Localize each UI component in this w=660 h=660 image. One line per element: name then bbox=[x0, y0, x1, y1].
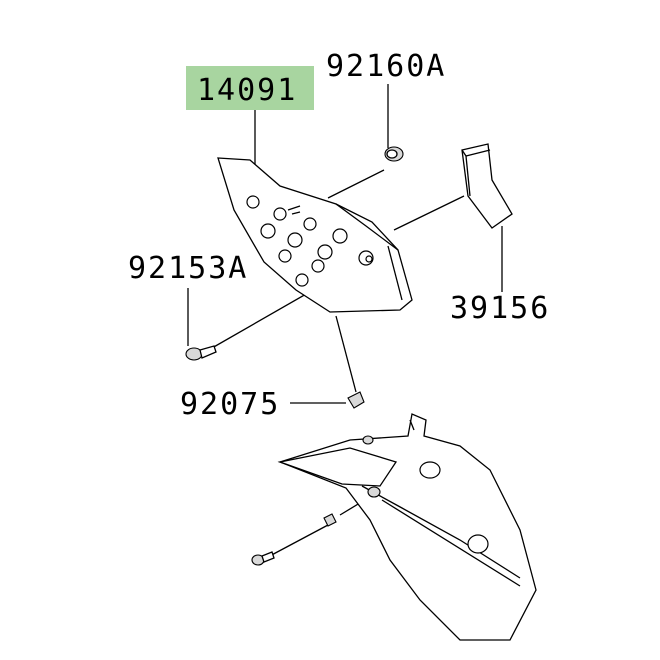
cover-holes bbox=[246, 195, 374, 287]
clip-part[interactable] bbox=[347, 391, 365, 409]
side-cover-part[interactable] bbox=[217, 157, 413, 313]
lower-fairing bbox=[277, 413, 537, 641]
grommet-part[interactable] bbox=[384, 146, 404, 162]
part-14091-highlight bbox=[186, 66, 314, 110]
part-92075-label[interactable]: 92075 bbox=[180, 387, 280, 422]
part-92160A-label[interactable]: 92160A bbox=[326, 49, 446, 84]
lower-screw-part bbox=[251, 513, 337, 566]
bracket-part[interactable] bbox=[461, 143, 513, 229]
part-92153A-label[interactable]: 92153A bbox=[128, 251, 248, 286]
part-14091-label[interactable]: 14091 bbox=[197, 73, 297, 108]
part-39156-label[interactable]: 39156 bbox=[450, 291, 550, 326]
screw-part[interactable] bbox=[185, 345, 217, 361]
